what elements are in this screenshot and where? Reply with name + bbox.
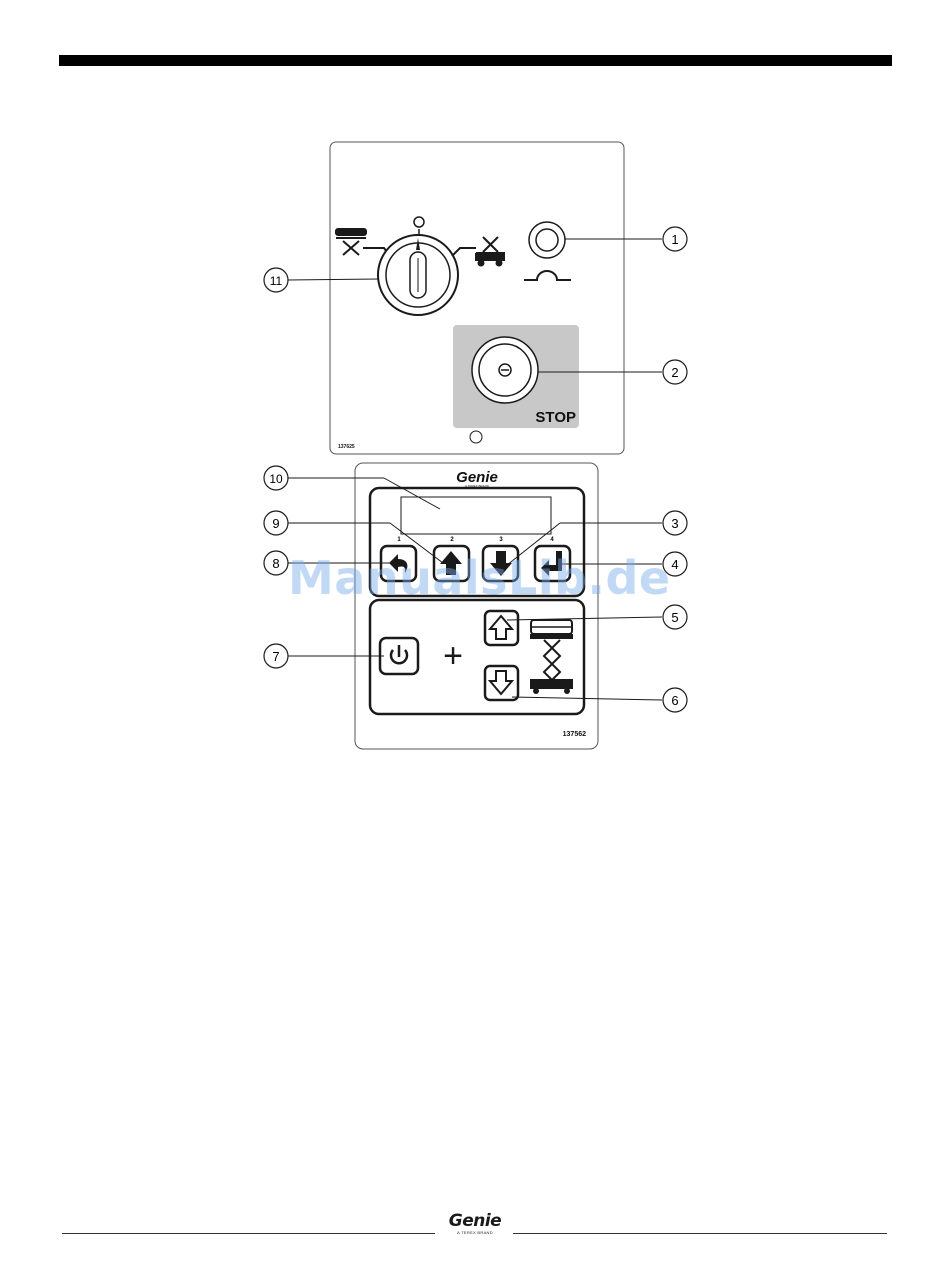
keypad-part-number: 137562 [563, 731, 586, 738]
lift-up-button[interactable] [485, 611, 518, 645]
footer-brand: Genie [437, 1212, 513, 1230]
callout-5: 5 [663, 605, 687, 629]
emergency-stop-button[interactable] [472, 337, 538, 403]
watermark: ManualsLib.de [288, 551, 671, 605]
upper-part-number: 137625 [338, 444, 355, 450]
callout-10: 10 [264, 466, 288, 490]
svg-text:6: 6 [671, 693, 678, 708]
callout-11: 11 [264, 268, 288, 292]
svg-text:11: 11 [270, 274, 283, 288]
callout-1: 1 [663, 227, 687, 251]
svg-text:10: 10 [269, 472, 283, 486]
lcd-display [401, 497, 551, 534]
lift-down-button[interactable] [485, 666, 518, 700]
callout-8: 8 [264, 551, 288, 575]
svg-text:7: 7 [272, 649, 279, 664]
callout-6: 6 [663, 688, 687, 712]
callout-2: 2 [663, 360, 687, 384]
plus-symbol: + [443, 637, 463, 675]
svg-text:1: 1 [671, 232, 678, 247]
callout-9: 9 [264, 511, 288, 535]
svg-text:9: 9 [272, 516, 279, 531]
svg-text:8: 8 [272, 556, 279, 571]
stop-label: STOP [535, 409, 576, 426]
footer-rule-right [513, 1233, 887, 1234]
callout-3: 3 [663, 511, 687, 535]
svg-text:4: 4 [671, 557, 678, 572]
footer-logo: Genie A TEREX BRAND [437, 1212, 513, 1235]
upper-control-panel: STOP 137625 [330, 142, 624, 454]
callout-7: 7 [264, 644, 288, 668]
footer-rule-left [62, 1233, 435, 1234]
svg-text:2: 2 [671, 365, 678, 380]
power-button[interactable] [380, 638, 418, 674]
key-switch[interactable] [378, 235, 458, 315]
svg-text:3: 3 [671, 516, 678, 531]
keypad-panel: Genie A TEREX BRAND 1 2 3 4 [355, 463, 598, 749]
panel-screw [470, 431, 482, 443]
svg-text:5: 5 [671, 610, 678, 625]
horn-button[interactable] [529, 222, 565, 258]
